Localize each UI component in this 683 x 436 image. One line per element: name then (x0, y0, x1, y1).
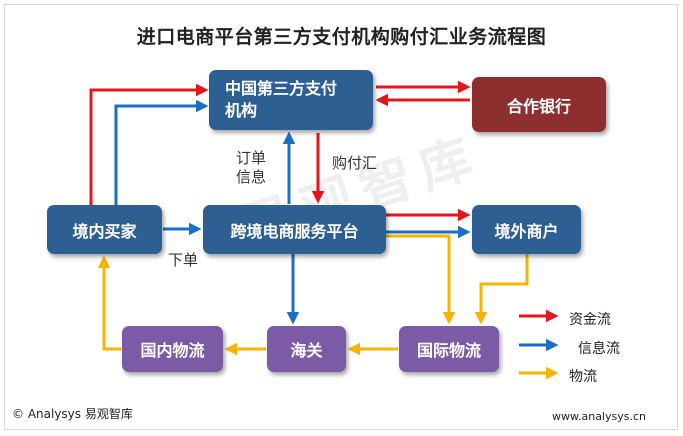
diagram-title: 进口电商平台第三方支付机构购付汇业务流程图 (136, 26, 547, 48)
node-domestic-buyer: 境内买家 (47, 205, 162, 254)
legend-label-info-flow: 信息流 (578, 341, 620, 357)
label-order-info: 订单信息 (236, 149, 267, 186)
arrow-merchant-to-intl-logistics (474, 254, 529, 325)
footer-website: www.analysys.cn (552, 410, 646, 423)
legend-label-money-flow: 资金流 (569, 312, 611, 328)
node-partner-bank: 合作银行 (472, 77, 606, 132)
node-overseas-merchant: 境外商户 (472, 205, 581, 254)
node-domestic-logistics: 国内物流 (122, 326, 223, 372)
label-purchase-payment: 购付汇 (332, 154, 378, 172)
node-international-logistics: 国际物流 (399, 326, 499, 372)
arrow-domestic-logistics-to-buyer (97, 255, 121, 351)
arrow-buyer-to-third-money (89, 83, 209, 205)
diagram-frame (4, 4, 678, 430)
node-third-party-payment: 中国第三方支付机构 (209, 70, 373, 130)
footer-copyright: © Analysys 易观智库 (12, 407, 133, 421)
node-cross-border-platform: 跨境电商服务平台 (203, 205, 386, 254)
node-customs: 海关 (267, 326, 346, 372)
arrow-buyer-to-third-info (114, 99, 209, 205)
legend-label-logistics: 物流 (569, 369, 597, 385)
arrow-platform-to-intl-logistics (386, 234, 456, 325)
label-place-order: 下单 (168, 251, 199, 269)
